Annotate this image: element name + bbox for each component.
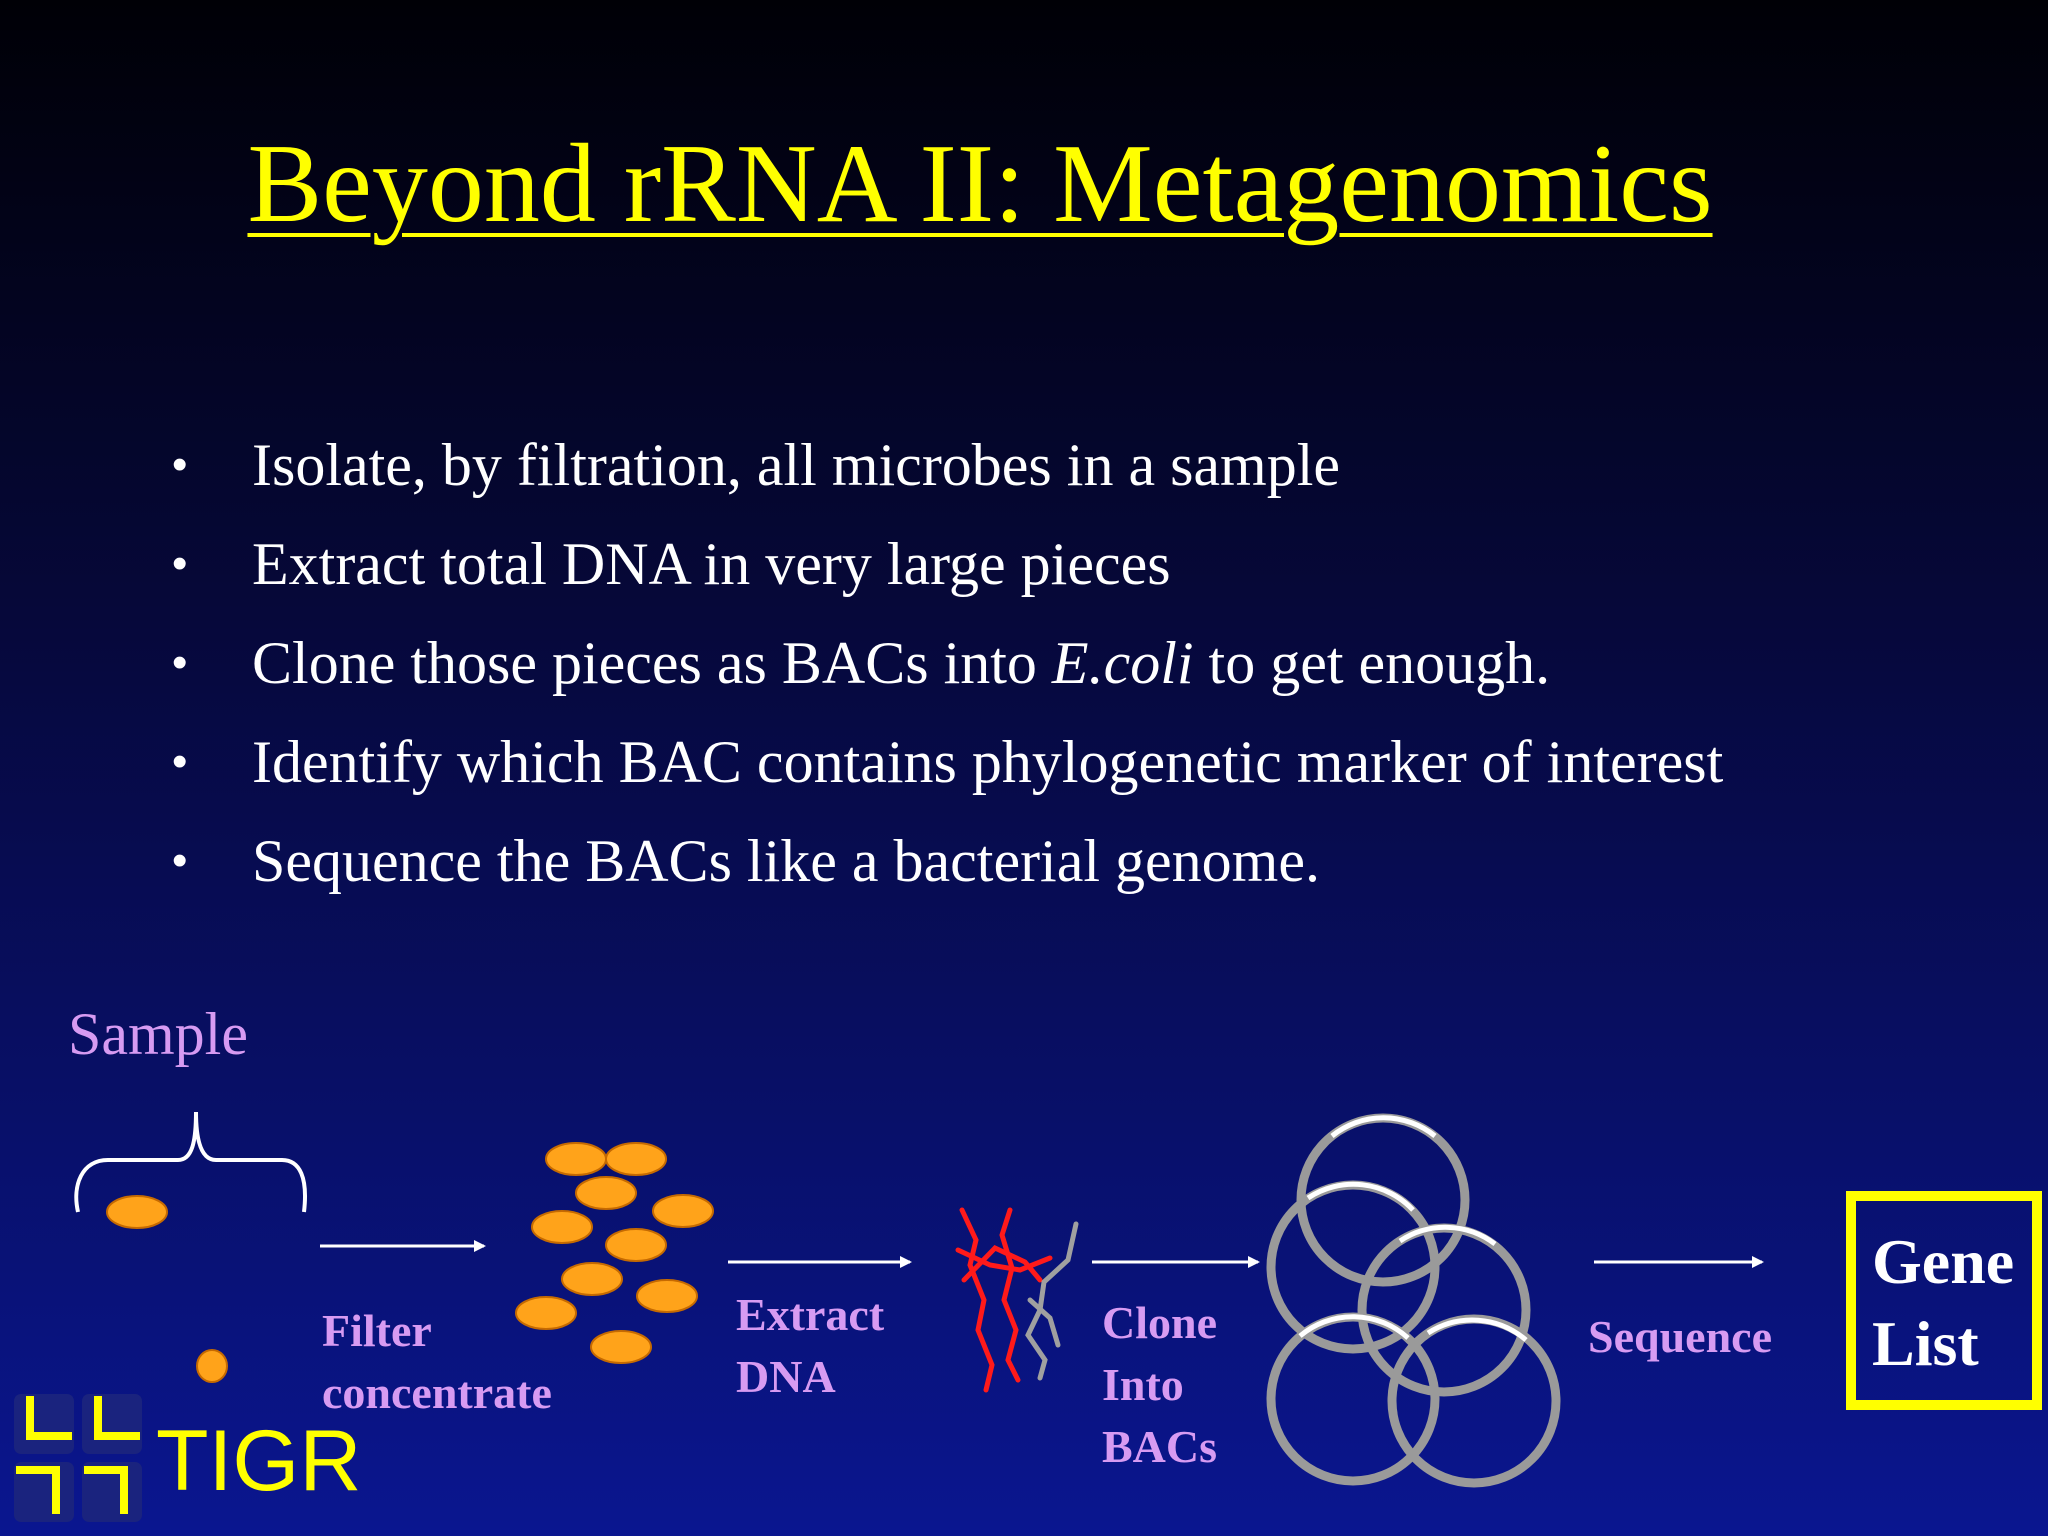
bullet-dot: • [172, 539, 188, 588]
step-filter-label: Filter concentrate [322, 1305, 552, 1418]
bullet-dot: • [172, 836, 188, 885]
dna-strand-red [999, 1207, 1021, 1383]
cell [515, 1296, 577, 1330]
cell [545, 1142, 607, 1176]
bac-circle [1266, 1312, 1440, 1486]
cell [590, 1330, 652, 1364]
bac-circle [1266, 1180, 1440, 1354]
bac-circles [1266, 1113, 1561, 1488]
bullet-item: • Sequence the BACs like a bacterial geno… [172, 821, 1723, 920]
tigr-logo-text: TIGR [156, 1413, 362, 1509]
slide-title: Beyond rRNA II: Metagenomics [247, 122, 1713, 246]
concentrated-cells [515, 1142, 714, 1364]
step-sequence-label: Sequence [1588, 1311, 1772, 1362]
gene-list-box: Gene List [1846, 1191, 2042, 1410]
dna-strands [955, 1207, 1079, 1393]
gene-list-label: Gene List [1872, 1226, 2015, 1379]
bullet-dot: • [172, 737, 188, 786]
sample-cell [196, 1349, 228, 1383]
sample-brace [74, 1111, 307, 1213]
bullet-text: Sequence the BACs like a bacterial genom… [252, 828, 1320, 894]
step-extract-label: Extract DNA [736, 1289, 885, 1402]
bullet-text-italic: E.coli [1051, 630, 1194, 696]
bullet-text: to get enough. [1193, 630, 1551, 696]
cell [561, 1262, 623, 1296]
bullet-text: Identify which BAC contains phylogenetic… [252, 729, 1724, 795]
bullet-text: Extract total DNA in very large pieces [252, 531, 1171, 597]
bullet-dot: • [172, 638, 188, 687]
cell [605, 1228, 667, 1262]
dna-strand-red [959, 1207, 995, 1393]
bullet-item: • Extract total DNA in very large pieces [172, 524, 1723, 623]
bullet-list: • Isolate, by filtration, all microbes in… [172, 425, 1723, 920]
bullet-item: • Identify which BAC contains phylogeneti… [172, 722, 1723, 821]
tigr-logo-mark [14, 1394, 142, 1522]
dna-strand-red [961, 1244, 1043, 1283]
bac-circle [1357, 1223, 1531, 1397]
sample-label: Sample [68, 1001, 248, 1067]
cell [605, 1142, 667, 1176]
dna-strand-gray [1027, 1297, 1061, 1348]
cell [575, 1176, 637, 1210]
cell [531, 1210, 593, 1244]
bullet-item: • Isolate, by filtration, all microbes in… [172, 425, 1723, 524]
bullet-text: Isolate, by filtration, all microbes in … [252, 432, 1341, 498]
sample-cell [106, 1195, 168, 1229]
dna-strand-red [955, 1247, 1053, 1273]
cell [652, 1194, 714, 1228]
bullet-text: Clone those pieces as BACs into [252, 630, 1052, 696]
step-clone-label: Clone Into BACs [1102, 1297, 1218, 1472]
bullet-item: •Clone those pieces as BACs into E.coli … [172, 623, 1723, 722]
bac-circle [1387, 1314, 1561, 1488]
bullet-dot: • [172, 440, 188, 489]
cell [636, 1279, 698, 1313]
dna-strand-gray [1025, 1221, 1079, 1381]
